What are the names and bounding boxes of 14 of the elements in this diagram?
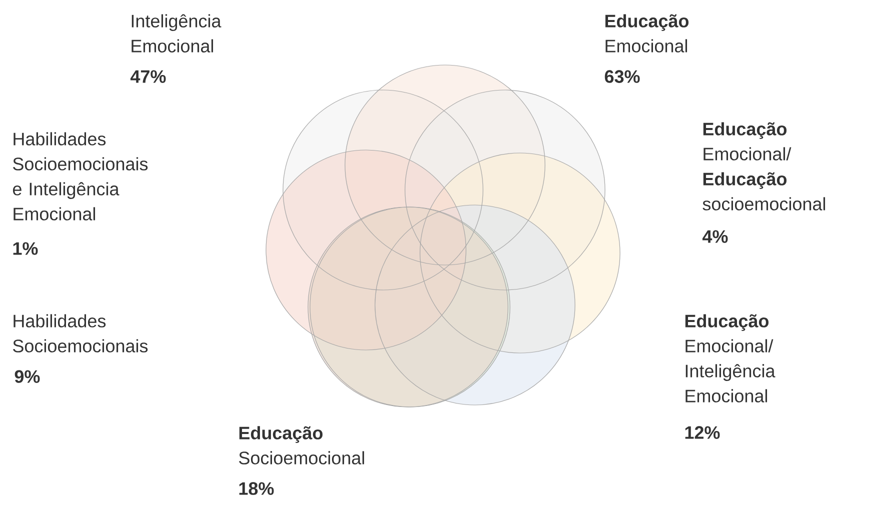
category-label: Habilidades Socioemocionais: [13, 314, 148, 352]
percentage: 63%: [604, 70, 640, 83]
percentage: 18%: [239, 482, 274, 495]
category-label: Educação Emocional: [605, 14, 689, 52]
category-label: Educação Emocional/ Inteligência Emocional: [685, 314, 776, 402]
percentage: 4%: [702, 230, 728, 243]
percentage: 12%: [685, 426, 720, 439]
percentage: 1%: [13, 242, 38, 255]
category-label: Educação Emocional/ Educação socioemocional: [702, 122, 826, 210]
category-label: Inteligência Emocional: [132, 14, 222, 52]
category-label: Habilidades Socioemocionais e Inteligência Emocional: [12, 132, 148, 220]
percentage: 9%: [14, 370, 40, 383]
category-label: Educação Socioemocional: [239, 426, 364, 464]
percentage: 47%: [130, 70, 166, 83]
